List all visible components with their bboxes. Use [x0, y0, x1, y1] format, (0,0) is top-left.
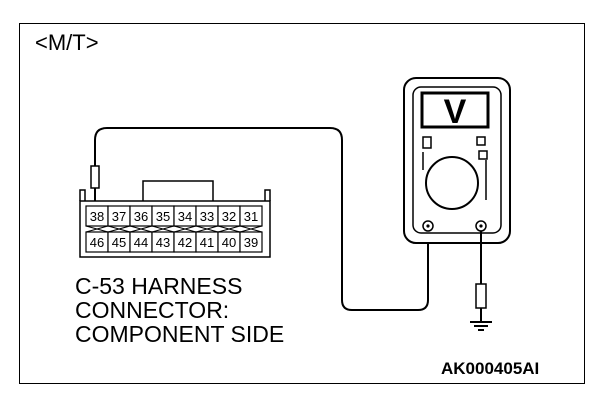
pin-number-33: 33	[200, 209, 214, 224]
meter-selector-dial	[425, 156, 479, 210]
meter-display	[420, 91, 490, 129]
pin-divider	[173, 225, 197, 233]
pin-number-45: 45	[112, 235, 126, 250]
pin-number-37: 37	[112, 209, 126, 224]
ground-lead	[475, 231, 487, 322]
pin-divider	[239, 225, 263, 233]
pin-number-42: 42	[178, 235, 192, 250]
caption-line-3: COMPONENT SIDE	[75, 321, 285, 347]
caption-line-2: CONNECTOR:	[75, 297, 230, 323]
pin-divider	[151, 225, 175, 233]
figure-id: AK000405AI	[441, 359, 540, 378]
pin-divider	[217, 225, 241, 233]
meter-button-right-top	[476, 136, 486, 146]
meter-display-symbol: V	[444, 93, 467, 131]
pin-number-41: 41	[200, 235, 214, 250]
caption-line-1: C-53 HARNESS	[75, 273, 243, 299]
back-probe	[90, 165, 100, 206]
connector-lock-tab	[142, 180, 214, 203]
connector-caption: C-53 HARNESS CONNECTOR: COMPONENT SIDE	[75, 274, 284, 346]
pin-number-32: 32	[222, 209, 236, 224]
harness-connector: 38 37 36 35 34 33 32 31 46 45 44 43 42 41 40 39	[79, 180, 271, 258]
pin-number-40: 40	[222, 235, 236, 250]
voltmeter: V	[403, 77, 511, 244]
meter-button-left	[422, 136, 432, 149]
probe-wire	[94, 127, 429, 311]
pin-divider	[85, 225, 109, 233]
pin-number-31: 31	[244, 209, 258, 224]
pin-number-38: 38	[90, 209, 104, 224]
connector-pin-grid: 38 37 36 35 34 33 32 31 46 45 44 43 42 41 40 39	[85, 205, 263, 253]
pin-cell	[239, 205, 263, 227]
pin-divider	[129, 225, 153, 233]
pin-number-35: 35	[156, 209, 170, 224]
meter-button-right-bottom	[478, 150, 488, 160]
pin-number-44: 44	[134, 235, 148, 250]
transmission-type-label: <M/T>	[35, 30, 99, 55]
pin-number-46: 46	[90, 235, 104, 250]
pin-number-39: 39	[244, 235, 258, 250]
pin-cell	[239, 231, 263, 253]
pin-number-43: 43	[156, 235, 170, 250]
pin-number-36: 36	[134, 209, 148, 224]
pin-divider	[195, 225, 219, 233]
ground-icon	[470, 321, 492, 331]
pin-divider	[107, 225, 131, 233]
pin-number-34: 34	[178, 209, 192, 224]
